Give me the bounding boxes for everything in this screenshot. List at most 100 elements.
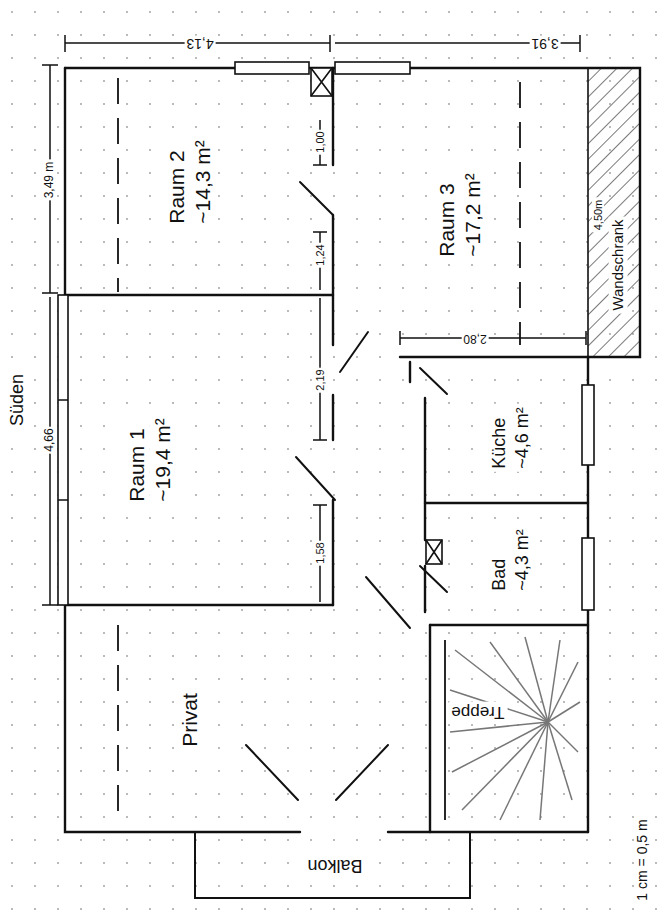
stair-edge <box>444 640 446 820</box>
room-text-block: Raum 2~14,3 m² <box>164 137 217 226</box>
room-area-value: ~4,6 m² <box>510 404 533 472</box>
room-name: Raum 2 <box>164 137 190 226</box>
compass-label: Süden <box>8 372 28 428</box>
room-name: Treppe <box>448 701 507 722</box>
door-swing <box>300 182 333 215</box>
interior-wall <box>332 215 334 345</box>
interior-wall <box>65 604 333 606</box>
chimney <box>311 68 332 96</box>
room-name: Bad <box>488 526 511 594</box>
room-area-value: ~19,4 m² <box>150 415 176 504</box>
door-swing <box>420 566 447 592</box>
room-area: Küche~4,6 m² <box>425 362 588 503</box>
dimension-line <box>313 505 327 602</box>
wardrobe-hatch <box>588 68 640 357</box>
room-area: Bad~4,3 m² <box>425 503 588 612</box>
door-swing <box>420 368 447 394</box>
window-bar <box>58 400 68 500</box>
stair-wall <box>429 625 431 832</box>
room-name: Raum 1 <box>124 415 150 504</box>
door-swing <box>296 457 335 500</box>
dimension-line <box>65 35 330 52</box>
window <box>582 538 594 610</box>
room-area: Treppe <box>430 625 588 832</box>
room-text-block: Wandschrank <box>609 216 628 313</box>
window <box>235 62 309 74</box>
dimension-label: 2,19 <box>314 367 326 392</box>
outer-wall <box>65 68 640 832</box>
stair-wall <box>430 624 588 626</box>
chimneys <box>311 68 442 564</box>
interior-wall <box>332 395 334 440</box>
dimension-label: 3,49 m <box>43 160 56 201</box>
chimney-cross <box>311 68 332 96</box>
door-swing <box>246 745 298 800</box>
dimension-line <box>313 120 327 165</box>
doors <box>246 182 447 800</box>
outer-wall <box>65 68 300 832</box>
dimension-label: 4,13 <box>184 35 215 50</box>
dimension-line <box>313 298 327 440</box>
room-text-block: Raum 3~17,2 m² <box>434 170 487 259</box>
dimension-line <box>400 331 586 345</box>
room-text-block: Bad~4,3 m² <box>488 526 533 594</box>
interior-wall <box>424 398 426 540</box>
room-text-block: Privat <box>177 690 203 750</box>
room-name: Raum 3 <box>434 170 460 259</box>
room-text-block: Raum 1~19,4 m² <box>124 415 177 504</box>
dimension-label: 1,58 <box>314 540 326 565</box>
room-text-block: Treppe <box>448 701 507 722</box>
interior-wall <box>400 356 588 358</box>
chimney <box>426 540 442 564</box>
room-name: Wandschrank <box>609 216 628 313</box>
stair-ray <box>500 722 548 820</box>
slope-line <box>519 82 521 345</box>
room-name: Balkon <box>304 855 365 878</box>
room-area-value: ~14,3 m² <box>190 137 216 226</box>
room-area: Balkon <box>195 832 470 898</box>
roof-slope <box>118 78 520 820</box>
stair-steps <box>445 637 580 820</box>
door-swing <box>340 332 368 372</box>
balcony-outline <box>195 832 470 898</box>
room-text-block: Küche~4,6 m² <box>488 404 533 472</box>
room-name: Privat <box>177 690 203 750</box>
dimension-label: 1,24 <box>314 242 326 267</box>
room-area-value: ~17,2 m² <box>460 170 486 259</box>
window <box>58 295 68 605</box>
scale-note: 1 cm = 0,5 m <box>635 817 650 902</box>
room-name: Küche <box>488 404 511 472</box>
stair-ray <box>452 722 548 772</box>
window <box>335 62 410 74</box>
interior-wall <box>409 362 411 382</box>
stair-ray <box>548 702 580 722</box>
dimension-label: 4,66 <box>43 426 56 453</box>
dimension-label: 1,00 <box>314 129 326 154</box>
dimension-line <box>42 65 58 293</box>
stair-ray <box>525 637 548 722</box>
dimension-line <box>313 232 327 290</box>
door-swing <box>366 577 410 628</box>
dimension-label: 4,50m <box>592 198 604 233</box>
dimension-lines <box>42 35 586 605</box>
interior-wall <box>332 500 334 605</box>
dimension-line <box>335 35 580 52</box>
windows <box>58 62 594 610</box>
room-text-block: Balkon <box>304 855 365 878</box>
outer-wall <box>388 831 588 833</box>
walls <box>65 68 640 898</box>
dimension-line <box>42 297 58 605</box>
stair-ray <box>462 722 548 810</box>
room-area: Privat <box>65 605 333 832</box>
window <box>582 385 594 465</box>
room-area: Raum 2~14,3 m² <box>65 68 333 295</box>
door-swing <box>336 745 388 800</box>
interior-wall <box>425 502 588 504</box>
room-area: Raum 1~19,4 m² <box>65 295 333 605</box>
interior-wall <box>65 294 333 296</box>
slope-line <box>117 625 119 820</box>
